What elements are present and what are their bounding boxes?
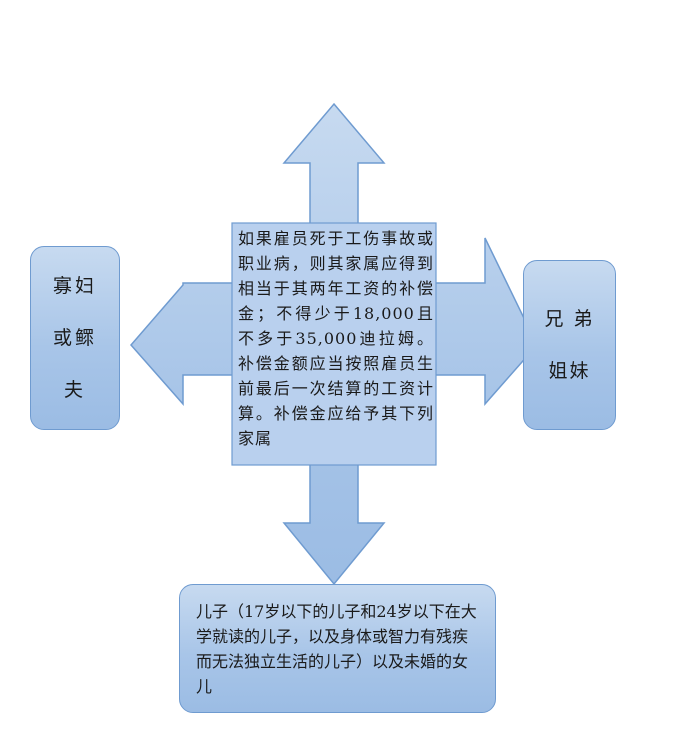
center-text-box <box>231 222 437 466</box>
right-box-line-2: 姐妹 <box>548 360 591 382</box>
left-box-line-1: 寡妇 <box>52 275 97 297</box>
right-box-line-1: 兄 弟 <box>544 308 595 330</box>
center-description: 如果雇员死于工伤事故或职业病，则其家属应得到相当于其两年工资的补偿金；不得少于1… <box>238 229 434 448</box>
left-box-widow: 寡妇 或鳏 夫 <box>30 246 120 430</box>
left-box-line-3: 夫 <box>63 379 86 401</box>
bottom-box-children: 儿子（17岁以下的儿子和24岁以下在大学就读的儿子，以及身体或智力有残疾而无法独… <box>179 584 496 713</box>
right-box-siblings: 兄 弟 姐妹 <box>523 260 616 430</box>
bottom-box-text: 儿子（17岁以下的儿子和24岁以下在大学就读的儿子，以及身体或智力有残疾而无法独… <box>196 601 477 696</box>
left-box-line-2: 或鳏 <box>52 327 97 349</box>
